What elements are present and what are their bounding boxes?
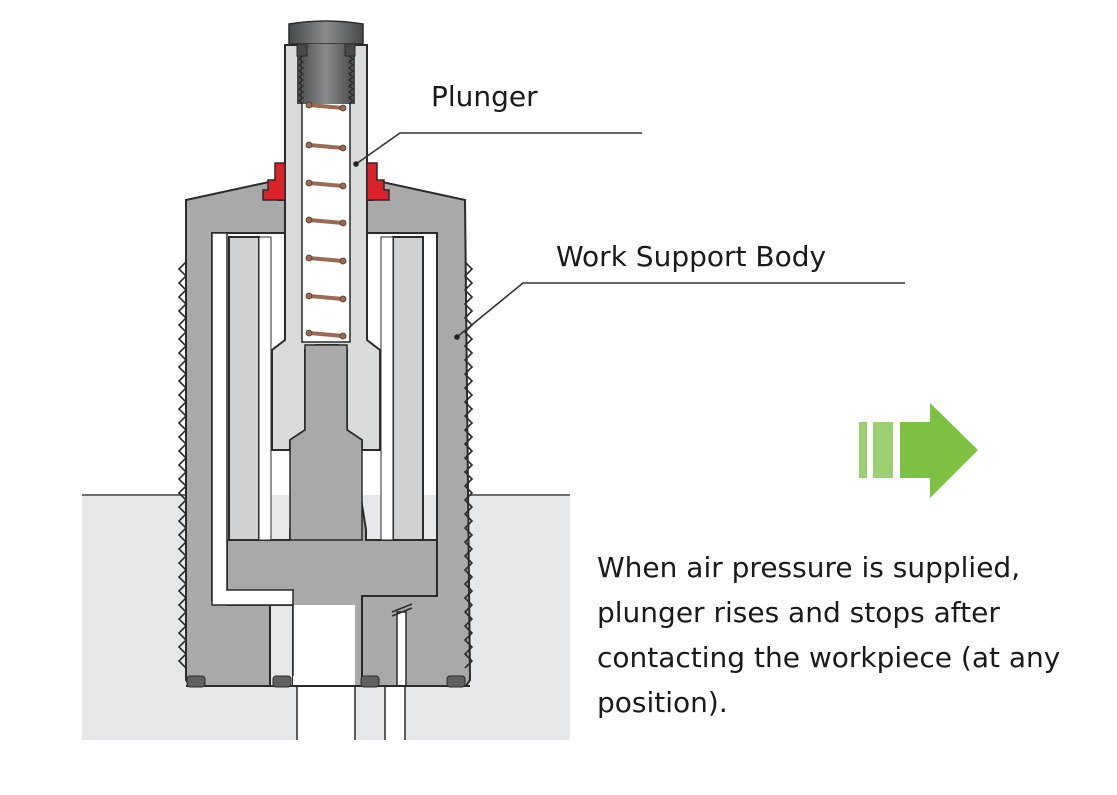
spring-coil xyxy=(307,331,345,338)
caption-line: When air pressure is supplied, xyxy=(597,551,1021,584)
leader-plunger xyxy=(353,132,642,167)
spring-coil xyxy=(307,218,345,225)
spring-coil-end xyxy=(339,144,347,152)
spring-coil-end xyxy=(339,257,347,265)
label-work-support-body: Work Support Body xyxy=(556,240,827,273)
spring-coil-end xyxy=(305,254,313,262)
spring-coil-end xyxy=(305,329,313,337)
plunger xyxy=(271,44,381,541)
spring-coil-end xyxy=(305,101,313,109)
o-rings xyxy=(186,675,466,688)
spring-coil-end xyxy=(339,295,347,303)
seal-rings xyxy=(262,162,390,201)
label-plunger: Plunger xyxy=(431,80,538,113)
body-threads xyxy=(177,261,474,669)
spring-coil xyxy=(307,294,345,301)
spring-coil-end xyxy=(305,141,313,149)
spring-coil-end xyxy=(305,179,313,187)
caption-line: plunger rises and stops after xyxy=(597,596,1000,629)
right-arrow-icon xyxy=(859,403,978,498)
spring xyxy=(305,101,347,340)
caption-line: contacting the workpiece (at any xyxy=(597,641,1061,674)
spring-coil-end xyxy=(305,216,313,224)
plunger-cap xyxy=(288,20,364,105)
spring-coil-end xyxy=(339,182,347,190)
spring-coil xyxy=(307,256,345,263)
spring-coil xyxy=(307,143,345,150)
spring-coil-end xyxy=(339,219,347,227)
spring-coil xyxy=(307,103,345,110)
caption-line: position). xyxy=(597,686,728,719)
caption-text: When air pressure is supplied, plunger r… xyxy=(597,545,1112,725)
spring-coil-end xyxy=(339,332,347,340)
spring-coil-end xyxy=(305,292,313,300)
spring-coil xyxy=(307,181,345,188)
leader-work-support-body xyxy=(454,282,905,340)
spring-coil-end xyxy=(339,104,347,112)
inner-sleeves xyxy=(228,236,424,541)
